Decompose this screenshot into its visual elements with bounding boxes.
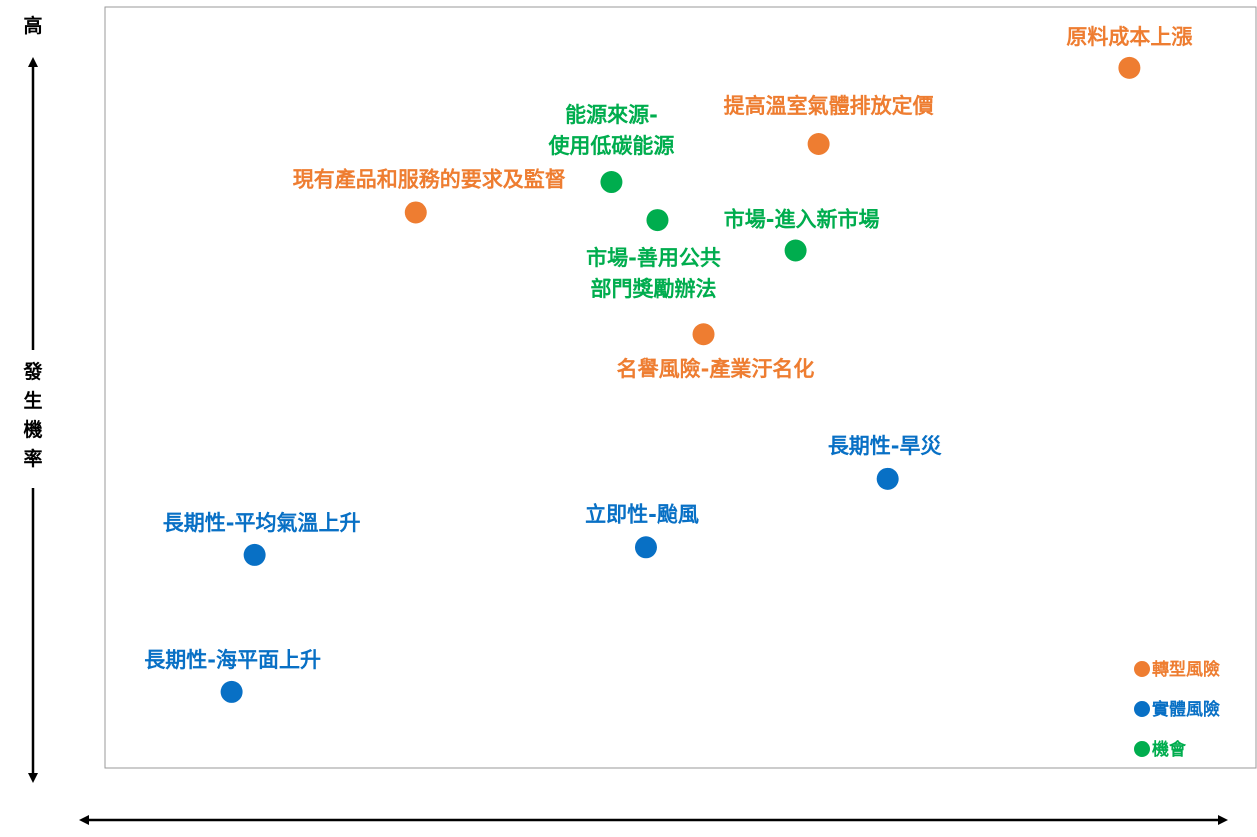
data-point-label-line: 名譽風險-產業汙名化 (617, 357, 815, 381)
data-point-marker (243, 543, 266, 566)
data-point-marker (646, 209, 669, 232)
data-point-label: 立即性-颱風 (585, 502, 699, 526)
legend-entry-label: 機會 (1152, 739, 1187, 760)
data-point-marker (220, 680, 243, 703)
legend-entry-label: 實體風險 (1152, 699, 1220, 720)
data-point-marker (600, 171, 623, 194)
plot-area (104, 6, 1257, 769)
legend-marker (1134, 701, 1150, 717)
data-point-label-line: 現有產品和服務的要求及監督 (293, 167, 566, 191)
data-point-label: 能源來源- 使用低碳能源 (547, 103, 674, 158)
data-point-label-line: 市場-進入新市場 (724, 208, 880, 232)
data-point-label-line: 提高溫室氣體排放定價 (724, 94, 935, 118)
data-point-label-line: 立即性-颱風 (585, 502, 699, 526)
data-point-label: 提高溫室氣體排放定價 (724, 94, 935, 118)
data-point-label: 市場-善用公共部門獎勵辦法 (586, 246, 721, 301)
legend-entry-label: 轉型風險 (1152, 659, 1220, 680)
data-point-label: 長期性-平均氣溫上升 (163, 511, 361, 535)
y-axis-label-char: 機 (23, 418, 42, 441)
data-point-label: 長期性-海平面上升 (144, 648, 321, 672)
data-point-marker (876, 467, 899, 490)
data-point-marker (634, 536, 657, 559)
data-point-label: 原料成本上漲 (1066, 25, 1193, 49)
legend-marker (1134, 661, 1150, 677)
y-axis-top-label: 高 (23, 14, 42, 37)
data-point-label-line: 原料成本上漲 (1066, 25, 1193, 49)
legend-marker (1134, 741, 1150, 757)
data-point-marker (692, 323, 715, 346)
data-point-label-line: 使用低碳能源 (547, 134, 674, 158)
y-axis-label-char: 生 (23, 389, 42, 412)
y-axis-label-char: 發 (22, 360, 43, 383)
data-point-label-line: 市場-善用公共 (586, 246, 721, 270)
data-point-label: 市場-進入新市場 (724, 208, 880, 232)
data-point-label-line: 長期性-旱災 (828, 434, 943, 458)
data-point-label-line: 長期性-海平面上升 (144, 648, 321, 672)
data-point-label: 現有產品和服務的要求及監督 (293, 167, 566, 191)
data-point-label: 名譽風險-產業汙名化 (617, 357, 815, 381)
data-point-label-line: 長期性-平均氣溫上升 (163, 511, 361, 535)
data-point-label-line: 部門獎勵辦法 (590, 277, 716, 301)
data-point-marker (807, 132, 830, 155)
data-point-label: 長期性-旱災 (828, 434, 943, 458)
data-point-label-line: 能源來源- (565, 103, 658, 127)
data-point-marker (1118, 56, 1141, 79)
data-point-marker (784, 239, 807, 262)
data-point-marker (404, 201, 427, 224)
y-axis-label-char: 率 (23, 447, 42, 470)
